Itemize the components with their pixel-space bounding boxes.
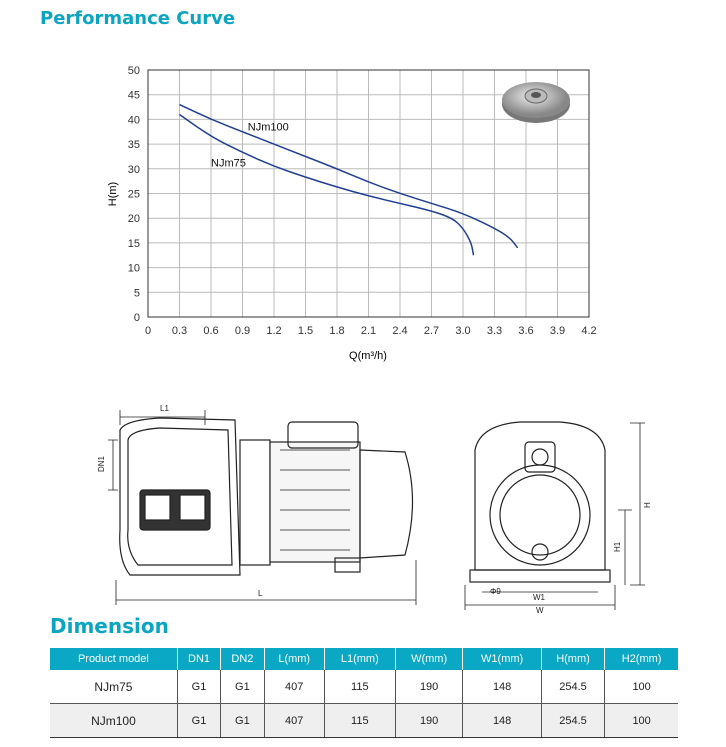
x-tick-label: 0.3 (172, 325, 187, 337)
y-tick-label: 45 (128, 90, 140, 102)
performance-curve-title: Performance Curve (40, 8, 236, 29)
value-cell: 100 (604, 703, 678, 738)
y-tick-label: 20 (128, 213, 140, 225)
series-label: NJm75 (211, 157, 246, 169)
x-tick-label: 1.8 (329, 325, 344, 337)
x-tick-label: 3.0 (455, 325, 470, 337)
y-tick-label: 35 (128, 139, 140, 151)
series-line-njm75 (179, 113, 475, 256)
dimension-title: Dimension (50, 614, 169, 638)
value-cell: 115 (324, 703, 396, 738)
value-cell: 148 (462, 670, 542, 704)
value-cell: 115 (324, 670, 396, 704)
impeller-image (502, 82, 570, 123)
x-tick-label: 2.7 (424, 325, 439, 337)
h-label: H (643, 502, 652, 508)
value-cell: G1 (220, 670, 265, 704)
column-header: DN1 (177, 648, 222, 670)
value-cell: 407 (264, 670, 325, 704)
y-tick-label: 40 (128, 114, 140, 126)
plot-frame (147, 69, 590, 318)
model-cell: NJm100 (50, 703, 178, 738)
pump-side-view (119, 417, 414, 576)
dn1-label: DN1 (97, 455, 106, 472)
dimension-drawing: L1 DN1 L W W1 Φ9 H H1 (97, 404, 652, 615)
side-dimension-lines (108, 410, 417, 605)
column-header: H(mm) (541, 648, 606, 670)
performance-chart: 0 0.3 0.6 0.9 1.2 1.5 1.8 2.1 2.4 2.7 3.0 3.3 3.6 3.9… (107, 65, 597, 362)
value-cell: G1 (177, 703, 222, 738)
column-header: W(mm) (395, 648, 464, 670)
column-header: H2(mm) (604, 648, 678, 670)
value-cell: G1 (177, 670, 222, 704)
y-tick-label: 50 (128, 65, 140, 77)
y-tick-label: 10 (128, 263, 140, 275)
l-label: L (258, 589, 263, 598)
x-tick-label: 4.2 (581, 325, 596, 337)
x-tick-label: 0.9 (235, 325, 250, 337)
value-cell: 148 (462, 703, 542, 738)
y-tick-label: 25 (128, 189, 140, 201)
value-cell: G1 (220, 703, 265, 738)
value-cell: 407 (264, 703, 325, 738)
w-label: W (536, 606, 544, 615)
value-cell: 100 (604, 670, 678, 704)
y-tick-label: 0 (134, 312, 140, 324)
h1-label: H1 (613, 541, 622, 552)
x-tick-label: 3.9 (550, 325, 565, 337)
front-dimension-lines (464, 422, 645, 610)
x-tick-label: 0.6 (203, 325, 218, 337)
y-tick-label: 5 (134, 287, 140, 299)
x-tick-label: 0 (145, 325, 151, 337)
x-axis-label: Q(m³/h) (349, 350, 387, 362)
x-tick-label: 2.4 (392, 325, 407, 337)
series-label: NJm100 (248, 121, 289, 133)
x-tick-label: 1.5 (298, 325, 313, 337)
value-cell: 254.5 (541, 670, 606, 704)
x-tick-label: 3.3 (487, 325, 502, 337)
y-tick-label: 30 (128, 164, 140, 176)
x-tick-label: 1.2 (266, 325, 281, 337)
column-header: L(mm) (264, 648, 325, 670)
l1-label: L1 (160, 404, 169, 413)
x-tick-label: 2.1 (361, 325, 376, 337)
column-header: L1(mm) (324, 648, 396, 670)
column-header: DN2 (220, 648, 265, 670)
w1-label: W1 (533, 593, 546, 602)
model-cell: NJm75 (50, 670, 178, 704)
value-cell: 190 (395, 703, 464, 738)
column-header: Product model (50, 648, 178, 670)
y-axis-label: H(m) (107, 182, 119, 206)
pump-front-view (469, 421, 611, 583)
column-header: W1(mm) (462, 648, 542, 670)
phi-label: Φ9 (490, 587, 501, 596)
series-line-njm100 (179, 103, 519, 249)
value-cell: 190 (395, 670, 464, 704)
value-cell: 254.5 (541, 703, 606, 738)
y-tick-label: 15 (128, 238, 140, 250)
x-tick-label: 3.6 (518, 325, 533, 337)
